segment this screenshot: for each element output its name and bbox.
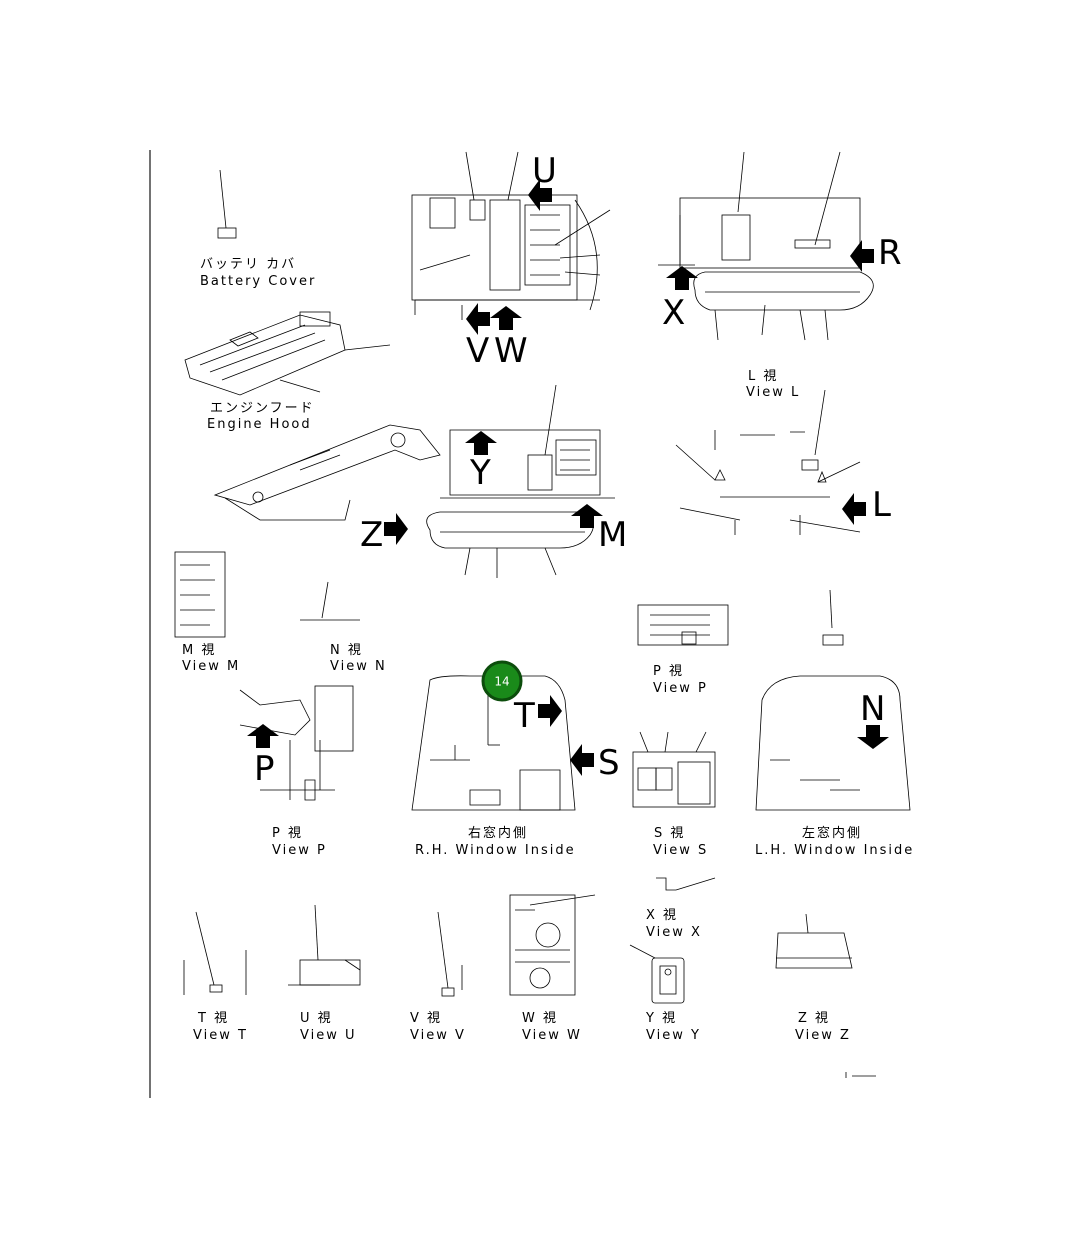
view-v-jp-label: V 視 (410, 1011, 442, 1026)
letter-r: R (878, 233, 902, 273)
view-s-group: S 視 View S (632, 731, 716, 858)
rh-window-en-label: R.H. Window Inside (415, 843, 576, 858)
view-w-jp-label: W 視 (522, 1011, 558, 1026)
view-p-top-group: P 視 View P (637, 604, 729, 696)
lh-window-jp-label: 左窓内側 (802, 825, 862, 841)
view-t-en-label: View T (193, 1028, 248, 1043)
view-x-en-label: View X (646, 925, 702, 940)
view-z-en-label: View Z (795, 1028, 851, 1043)
view-p-en-label: View P (272, 843, 327, 858)
view-z-jp-label: Z 視 (798, 1011, 830, 1026)
battery-cover-group: バッテリ カバ Battery Cover (200, 169, 316, 289)
arrow-u (528, 179, 552, 211)
top-interior-view: U V W (411, 151, 611, 371)
excavator-side-view: Y Z M (213, 384, 627, 578)
rh-window-jp-label: 右窓内側 (468, 825, 528, 841)
view-s-jp-label: S 視 (654, 826, 685, 841)
view-t-jp-label: T 視 (197, 1011, 229, 1026)
view-y-group: Y 視 View Y (629, 944, 701, 1043)
view-t-group: T 視 View T (183, 911, 248, 1043)
view-p-group: P P 視 View P (239, 685, 354, 858)
arrow-p (247, 724, 279, 748)
letter-n: N (860, 689, 885, 729)
letter-u: U (532, 151, 557, 191)
view-v-en-label: View V (410, 1028, 466, 1043)
view-x-group: X 視 View X (646, 877, 716, 940)
arrow-r (850, 240, 874, 272)
view-x-jp-label: X 視 (646, 908, 678, 923)
letter-y: Y (469, 453, 491, 493)
view-v-group: V 視 View V (410, 911, 466, 1043)
top-right-side-view: R X L 視 View L (658, 151, 902, 400)
arrow-m (571, 504, 603, 528)
view-m-en-label: View M (182, 659, 240, 674)
view-y-en-label: View Y (646, 1028, 701, 1043)
view-p-top-jp-label: P 視 (653, 664, 684, 679)
view-u-jp-label: U 視 (300, 1011, 333, 1026)
view-m-jp-label: M 視 (182, 643, 216, 658)
letter-z: Z (360, 515, 383, 555)
arrow-v (466, 303, 490, 335)
letter-p: P (254, 749, 275, 789)
battery-cover-en-label: Battery Cover (200, 274, 316, 289)
view-z-group: Z 視 View Z (775, 913, 853, 1043)
view-p-jp-label: P 視 (272, 826, 303, 841)
view-w-group: W 視 View W (509, 894, 596, 1043)
view-s-en-label: View S (653, 843, 708, 858)
callout-14[interactable]: 14 (481, 660, 523, 702)
callout-number[interactable]: 14 (494, 675, 509, 689)
footer-mark (845, 1072, 876, 1078)
letter-v: V (466, 331, 489, 371)
view-n-en-label: View N (330, 659, 387, 674)
letter-w: W (494, 331, 528, 371)
view-p-top-en-label: View P (653, 681, 708, 696)
letter-t: T (513, 696, 535, 736)
view-u-en-label: View U (300, 1028, 357, 1043)
arrow-y (465, 431, 497, 455)
letter-s: S (598, 743, 620, 783)
letter-l: L (872, 485, 891, 525)
view-n-group: N 視 View N (300, 581, 387, 674)
view-u-group: U 視 View U (288, 904, 361, 1043)
arrow-x (666, 266, 698, 290)
arrow-t (538, 695, 562, 727)
engine-hood-group: エンジンフード Engine Hood (184, 311, 391, 432)
view-l-en-label: View L (746, 385, 800, 400)
arrow-z (384, 513, 408, 545)
battery-cover-jp-label: バッテリ カバ (200, 257, 296, 272)
arrow-s (570, 744, 594, 776)
arrow-n (857, 725, 889, 749)
top-view-right: L (675, 389, 891, 535)
lh-window-en-label: L.H. Window Inside (755, 843, 914, 858)
view-n-jp-label: N 視 (330, 643, 363, 658)
view-w-en-label: View W (522, 1028, 582, 1043)
view-l-jp-label: L 視 (748, 369, 778, 384)
engine-hood-jp-label: エンジンフード (210, 401, 315, 416)
letter-m: M (598, 515, 627, 555)
view-m-group: M 視 View M (174, 551, 240, 674)
callout-circle[interactable] (481, 660, 523, 702)
view-y-jp-label: Y 視 (645, 1011, 677, 1026)
letter-x: X (662, 293, 685, 333)
rh-window-view: T S 右窓内側 R.H. Window Inside (411, 675, 620, 858)
arrow-l (842, 493, 866, 525)
small-label-detail (822, 589, 844, 646)
arrow-w (490, 306, 522, 330)
lh-window-view: N 左窓内側 L.H. Window Inside (755, 675, 914, 858)
engine-hood-en-label: Engine Hood (207, 417, 312, 432)
